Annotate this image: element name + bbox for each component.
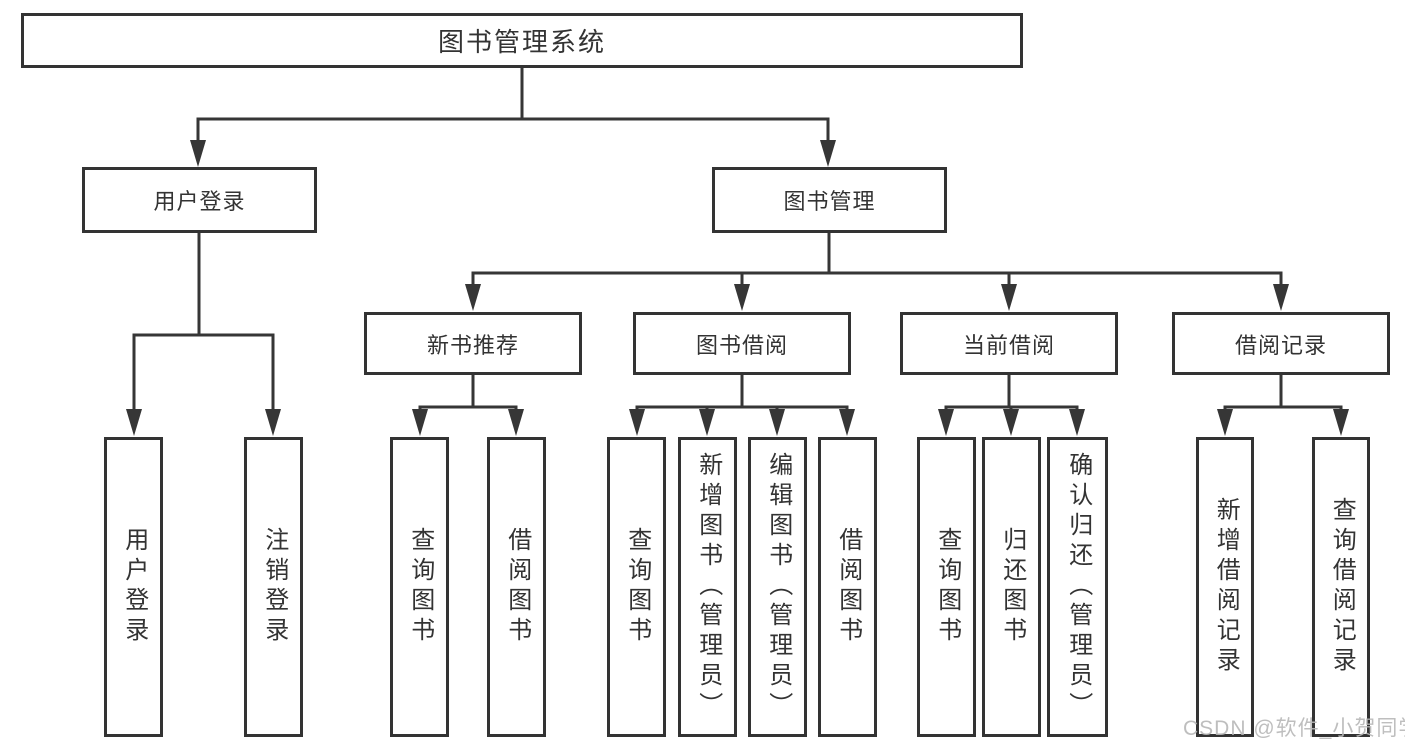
- node-new-book-recommendation-label: 新书推荐: [426, 332, 519, 358]
- node-book-borrowing: 图书借阅: [633, 312, 851, 375]
- node-leaf-edit-book-admin: 编辑图书（管理员）: [748, 437, 807, 737]
- node-leaf-borrow-books-borrowing-label: 借阅图书: [834, 527, 862, 647]
- node-current-borrowing: 当前借阅: [900, 312, 1118, 375]
- node-leaf-add-borrow-record: 新增借阅记录: [1196, 437, 1254, 737]
- node-leaf-confirm-return-admin-label: 确认归还（管理员）: [1064, 452, 1092, 722]
- node-book-borrowing-label: 图书借阅: [695, 332, 788, 358]
- node-leaf-query-books-recommend: 查询图书: [390, 437, 449, 737]
- node-leaf-return-book-label: 归还图书: [998, 527, 1026, 647]
- node-user-login: 用户登录: [82, 167, 317, 233]
- node-leaf-add-book-admin: 新增图书（管理员）: [678, 437, 737, 737]
- node-leaf-user-login: 用户登录: [104, 437, 163, 737]
- node-leaf-borrow-books-recommend: 借阅图书: [487, 437, 546, 737]
- node-library-system-label: 图书管理系统: [437, 27, 606, 57]
- node-leaf-query-books-recommend-label: 查询图书: [406, 527, 434, 647]
- node-leaf-borrow-books-recommend-label: 借阅图书: [503, 527, 531, 647]
- node-book-management: 图书管理: [712, 167, 947, 233]
- node-leaf-borrow-books-borrowing: 借阅图书: [818, 437, 877, 737]
- node-new-book-recommendation: 新书推荐: [364, 312, 582, 375]
- node-leaf-query-books-current-label: 查询图书: [933, 527, 961, 647]
- node-borrowing-records: 借阅记录: [1172, 312, 1390, 375]
- node-leaf-logout-label: 注销登录: [260, 527, 288, 647]
- node-leaf-add-book-admin-label: 新增图书（管理员）: [694, 452, 722, 722]
- node-leaf-confirm-return-admin: 确认归还（管理员）: [1047, 437, 1108, 737]
- node-leaf-query-books-borrowing-label: 查询图书: [623, 527, 651, 647]
- node-leaf-query-books-borrowing: 查询图书: [607, 437, 666, 737]
- node-leaf-query-borrow-record-label: 查询借阅记录: [1328, 497, 1356, 677]
- node-user-login-label: 用户登录: [153, 189, 246, 214]
- node-leaf-add-borrow-record-label: 新增借阅记录: [1212, 497, 1240, 677]
- node-leaf-logout: 注销登录: [244, 437, 303, 737]
- node-leaf-query-borrow-record: 查询借阅记录: [1312, 437, 1370, 737]
- node-leaf-return-book: 归还图书: [982, 437, 1041, 737]
- node-book-management-label: 图书管理: [783, 189, 876, 214]
- node-current-borrowing-label: 当前借阅: [962, 332, 1055, 358]
- node-leaf-user-login-label: 用户登录: [120, 527, 148, 647]
- node-leaf-query-books-current: 查询图书: [917, 437, 976, 737]
- node-borrowing-records-label: 借阅记录: [1234, 332, 1327, 358]
- node-leaf-edit-book-admin-label: 编辑图书（管理员）: [764, 452, 792, 722]
- node-library-system: 图书管理系统: [21, 13, 1023, 68]
- watermark-text: CSDN @软件_小贺同学: [1183, 717, 1405, 740]
